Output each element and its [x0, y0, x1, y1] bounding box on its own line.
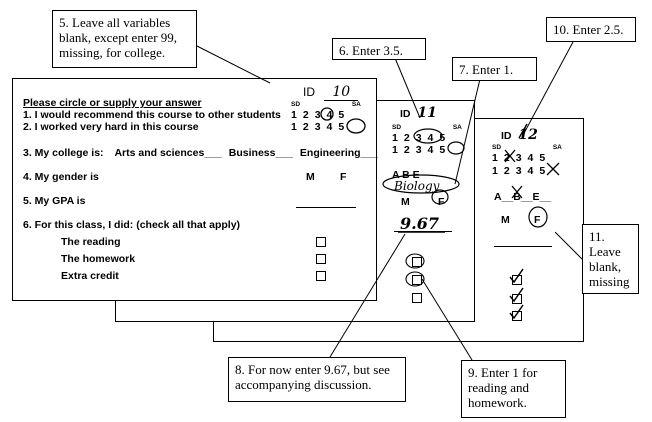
sheet3-sd-label: SD: [492, 144, 502, 151]
sheet3-gender-m: M: [501, 214, 510, 226]
sheet2-checkbox-reading: [412, 257, 422, 267]
sheet1-checkbox-extra: [316, 271, 326, 281]
sheet2-gpa-written: 9.67: [400, 214, 439, 233]
callout-5: 5. Leave all variables blank, except ent…: [52, 10, 197, 68]
sheet2-gender-m: M: [401, 196, 410, 208]
sheet1-id-label: ID: [303, 85, 315, 99]
sheet3-gpa-line: [494, 246, 552, 247]
sheet2-scale-row-2: 12345: [392, 144, 452, 156]
sheet1-gender-m: M: [306, 171, 315, 183]
sheet2-gender-f: F: [438, 196, 445, 208]
sheet3-checkbox-homework: [512, 294, 522, 304]
callout-6: 6. Enter 3.5.: [332, 38, 426, 60]
sheet1-gender-f: F: [340, 171, 347, 183]
sheet2-sd-label: SD: [392, 124, 402, 131]
sheet3-college-options: A__B__E__: [494, 191, 552, 203]
sheet3-checkbox-reading: [512, 275, 522, 285]
sheet1-checkbox-homework: [316, 254, 326, 264]
sheet3-scale-row-2: 12345: [492, 165, 552, 177]
sheet3-scale-row-1: 12345: [492, 152, 552, 164]
sheet3-id-value: 12: [518, 127, 538, 143]
sheet1-id-value: 10: [324, 84, 359, 101]
college-option-arts: Arts and sciences___: [114, 147, 222, 159]
activity-extra-credit: Extra credit: [61, 270, 119, 282]
callout-10: 10. Enter 2.5.: [546, 17, 636, 42]
sheet1-sd-label: SD: [291, 101, 301, 108]
activity-reading: The reading: [61, 236, 121, 248]
sheet3-sa-label: SA: [552, 144, 562, 151]
callout-8: 8. For now enter 9.67, but see accompany…: [228, 357, 406, 402]
sheet1-scale-row-2: 12345: [291, 121, 351, 133]
question-3: 3. My college is:: [23, 147, 104, 159]
sheet1-scale-row-1: 12345: [291, 109, 351, 121]
question-2: 2. I worked very hard in this course: [23, 121, 199, 133]
sheet2-checkbox-homework: [412, 275, 422, 285]
sheet2-id-label: ID: [400, 108, 411, 120]
sheet1-sa-label: SA: [351, 101, 361, 108]
sheet2-id-value: 11: [417, 105, 437, 121]
sheet2-scale-row-1: 12345: [392, 132, 452, 144]
callout-9: 9. Enter 1 for reading and homework.: [461, 360, 566, 418]
sheet3-checkbox-extra: [512, 311, 522, 321]
instructions-heading: Please circle or supply your answer: [23, 97, 202, 109]
sheet1-gpa-line: [296, 207, 356, 208]
callout-11: 11. Leave blank, missing: [582, 224, 639, 294]
question-6: 6. For this class, I did: (check all tha…: [23, 219, 241, 231]
sheet2-gpa-line: [394, 231, 452, 232]
sheet1-checkbox-reading: [316, 237, 326, 247]
sheet2-sa-label: SA: [452, 124, 462, 131]
sheet3-gender-f: F: [534, 214, 541, 226]
sheet3-id-label: ID: [501, 130, 512, 142]
college-option-business: Business___: [228, 147, 293, 159]
callout-7: 7. Enter 1.: [452, 57, 537, 81]
college-option-engineering: Engineering___: [299, 147, 379, 159]
question-4: 4. My gender is: [23, 171, 99, 183]
sheet2-checkbox-extra: [412, 293, 422, 303]
survey-sheet-1: ID 10 Please circle or supply your answe…: [12, 78, 379, 301]
activity-homework: The homework: [61, 253, 136, 265]
sheet2-college-written: Biology: [394, 179, 440, 193]
question-1: 1. I would recommend this course to othe…: [23, 109, 281, 121]
question-5: 5. My GPA is: [23, 195, 86, 207]
